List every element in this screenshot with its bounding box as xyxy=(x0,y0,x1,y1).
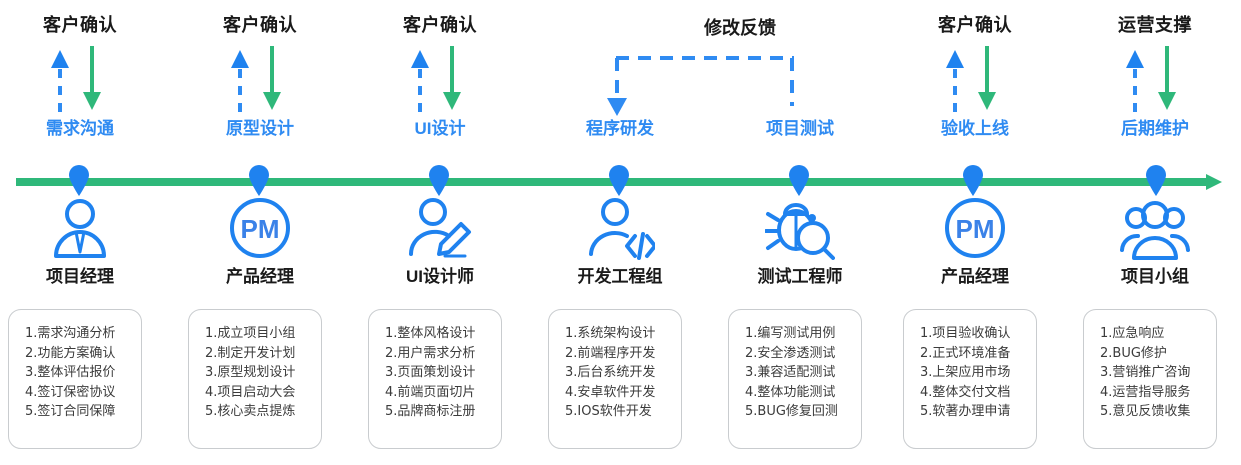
column-header-label: 运营支撑 xyxy=(1118,15,1192,35)
svg-text:PM: PM xyxy=(241,214,280,244)
role-label: 产品经理 xyxy=(226,267,294,286)
detail-item: 4.整体功能测试 xyxy=(745,384,836,400)
detail-item: 2.功能方案确认 xyxy=(25,345,116,361)
detail-item: 5.意见反馈收集 xyxy=(1100,404,1191,419)
stage-label: 后期维护 xyxy=(1121,119,1189,138)
person-code-icon xyxy=(585,196,657,260)
detail-item: 3.兼容适配测试 xyxy=(745,365,836,380)
detail-item: 5.BUG修复回测 xyxy=(745,404,838,419)
detail-item: 5.IOS软件开发 xyxy=(565,404,652,419)
role-label: 测试工程师 xyxy=(757,267,843,286)
detail-item: 4.运营指导服务 xyxy=(1100,384,1191,400)
detail-card[interactable]: 1.应急响应 2.BUG修护 3.营销推广咨询 4.运营指导服务 5.意见反馈收… xyxy=(1083,309,1217,449)
pm-circle-icon: PM xyxy=(940,196,1010,260)
stage-column-requirements: 客户确认 需求沟通 项目经理 1.需求沟通分析 2.功能方案确认 3.整体评估报… xyxy=(0,0,160,465)
stage-label: 验收上线 xyxy=(941,119,1009,138)
up-down-arrow-pair-icon xyxy=(51,46,101,112)
role-label: 项目经理 xyxy=(46,267,114,286)
up-down-arrow-pair-icon xyxy=(231,46,281,112)
column-header-label: 客户确认 xyxy=(403,15,477,35)
up-down-arrow-pair-icon xyxy=(411,46,461,112)
detail-item: 3.原型规划设计 xyxy=(205,365,296,380)
stage-label: UI设计 xyxy=(414,119,466,138)
detail-item: 3.上架应用市场 xyxy=(920,365,1011,380)
detail-card[interactable]: 1.编写测试用例 2.安全渗透测试 3.兼容适配测试 4.整体功能测试 5.BU… xyxy=(728,309,862,449)
stage-column-acceptance: 客户确认 验收上线 PM 产品经理 1.项目验收确认 2.正式环境准备 3.上架… xyxy=(895,0,1055,465)
detail-item: 3.营销推广咨询 xyxy=(1100,365,1191,380)
person-tie-icon xyxy=(45,196,115,260)
role-label: 项目小组 xyxy=(1121,267,1189,286)
feedback-loop-group: 修改反馈 xyxy=(600,6,880,116)
detail-item: 3.后台系统开发 xyxy=(565,365,656,380)
pm-circle-icon: PM xyxy=(225,196,295,260)
detail-item: 2.用户需求分析 xyxy=(385,345,476,361)
svg-text:PM: PM xyxy=(956,214,995,244)
confirmation-arrows xyxy=(895,46,1055,112)
stage-column-ui-design: 客户确认 UI设计 UI设计师 1.整体风格设计 2.用户需求分析 3.页面策划… xyxy=(360,0,520,465)
detail-item: 1.应急响应 xyxy=(1100,326,1165,341)
detail-item: 1.整体风格设计 xyxy=(385,326,476,341)
detail-item: 3.页面策划设计 xyxy=(385,365,476,380)
detail-item: 2.制定开发计划 xyxy=(205,345,296,361)
stage-label: 需求沟通 xyxy=(46,119,114,138)
detail-item: 4.前端页面切片 xyxy=(385,384,476,400)
detail-item: 2.正式环境准备 xyxy=(920,345,1011,361)
stage-column-prototype: 客户确认 原型设计 PM 产品经理 1.成立项目小组 2.制定开发计划 3.原型… xyxy=(180,0,340,465)
up-down-arrow-pair-icon xyxy=(946,46,996,112)
detail-item: 3.整体评估报价 xyxy=(25,365,116,380)
people-group-icon xyxy=(1120,196,1190,260)
stage-label: 项目测试 xyxy=(766,119,834,138)
column-header-label: 客户确认 xyxy=(938,15,1012,35)
detail-item: 1.项目验收确认 xyxy=(920,326,1011,341)
detail-item: 1.成立项目小组 xyxy=(205,326,296,341)
bug-magnifier-icon xyxy=(764,196,835,260)
stage-column-testing: 项目测试 测试工程师 1.编写测试用例 2.安全渗透测试 3.兼容适配测试 4.… xyxy=(720,0,880,465)
confirmation-arrows xyxy=(1075,46,1235,112)
person-pencil-icon xyxy=(405,196,475,260)
confirmation-arrows xyxy=(180,46,340,112)
detail-item: 4.安卓软件开发 xyxy=(565,384,656,400)
column-header-label: 客户确认 xyxy=(223,15,297,35)
detail-item: 2.安全渗透测试 xyxy=(745,345,836,361)
stage-column-development: 程序研发 开发工程组 1.系统架构设计 2.前端程序开发 3.后台系统开发 4.… xyxy=(540,0,700,465)
feedback-loop-label: 修改反馈 xyxy=(704,18,776,38)
stage-column-maintenance: 运营支撑 后期维护 项目小组 1.应急响应 2.BUG修护 3 xyxy=(1075,0,1235,465)
timeline-pin-marker[interactable] xyxy=(1145,164,1167,196)
detail-item: 1.需求沟通分析 xyxy=(25,326,116,341)
timeline-pin-marker[interactable] xyxy=(68,164,90,196)
detail-item: 4.项目启动大会 xyxy=(205,384,296,400)
detail-item: 5.核心卖点提炼 xyxy=(205,404,296,419)
timeline-pin-marker[interactable] xyxy=(962,164,984,196)
detail-card[interactable]: 1.项目验收确认 2.正式环境准备 3.上架应用市场 4.整体交付文档 5.软著… xyxy=(903,309,1037,449)
project-timeline xyxy=(16,165,1228,196)
timeline-arrowhead-icon xyxy=(1206,174,1222,190)
timeline-pin-marker[interactable] xyxy=(788,164,810,196)
up-down-arrow-pair-icon xyxy=(1126,46,1176,112)
detail-card[interactable]: 1.需求沟通分析 2.功能方案确认 3.整体评估报价 4.签订保密协议 5.签订… xyxy=(8,309,142,449)
detail-card[interactable]: 1.整体风格设计 2.用户需求分析 3.页面策划设计 4.前端页面切片 5.品牌… xyxy=(368,309,502,449)
detail-item: 5.软著办理申请 xyxy=(920,404,1011,419)
timeline-pin-marker[interactable] xyxy=(608,164,630,196)
timeline-pin-marker[interactable] xyxy=(248,164,270,196)
detail-card[interactable]: 1.成立项目小组 2.制定开发计划 3.原型规划设计 4.项目启动大会 5.核心… xyxy=(188,309,322,449)
confirmation-arrows xyxy=(360,46,520,112)
feedback-loop-arrow-icon xyxy=(607,56,794,116)
detail-item: 1.编写测试用例 xyxy=(745,326,836,341)
role-label: UI设计师 xyxy=(406,267,474,286)
detail-item: 1.系统架构设计 xyxy=(565,326,656,341)
stage-label: 程序研发 xyxy=(586,119,654,138)
detail-item: 5.签订合同保障 xyxy=(25,404,116,419)
timeline-pin-marker[interactable] xyxy=(428,164,450,196)
detail-card[interactable]: 1.系统架构设计 2.前端程序开发 3.后台系统开发 4.安卓软件开发 5.IO… xyxy=(548,309,682,449)
stage-label: 原型设计 xyxy=(226,119,294,138)
detail-item: 5.品牌商标注册 xyxy=(385,404,476,419)
detail-item: 4.签订保密协议 xyxy=(25,384,116,400)
detail-item: 4.整体交付文档 xyxy=(920,384,1011,400)
confirmation-arrows xyxy=(0,46,160,112)
role-label: 产品经理 xyxy=(941,267,1009,286)
detail-item: 2.前端程序开发 xyxy=(565,345,656,361)
role-label: 开发工程组 xyxy=(577,267,663,286)
column-header-label: 客户确认 xyxy=(43,15,117,35)
detail-item: 2.BUG修护 xyxy=(1100,345,1167,361)
